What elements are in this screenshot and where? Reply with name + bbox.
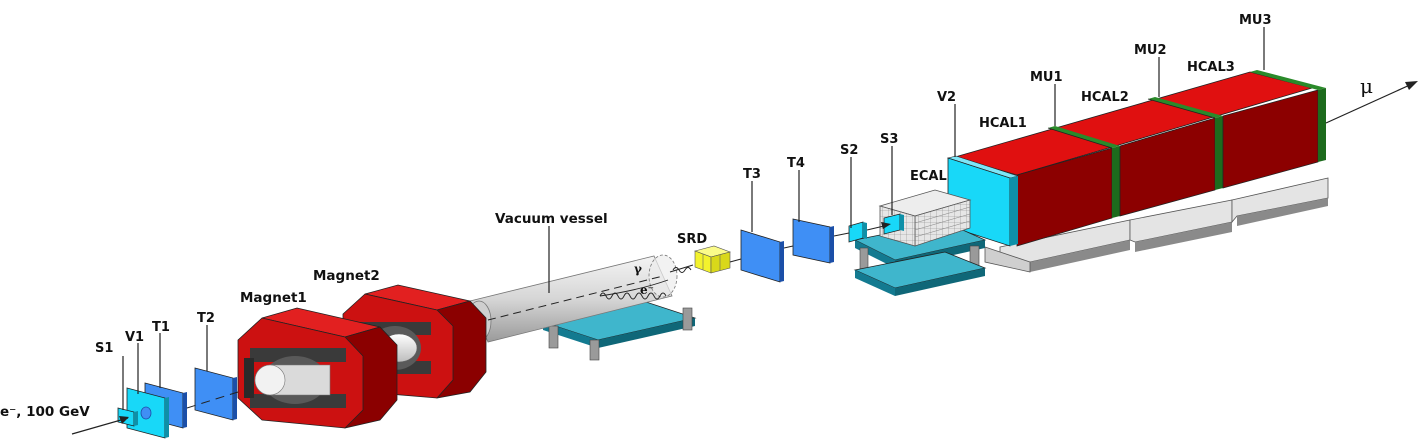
s2-label: S2 (840, 143, 858, 158)
electron-track (599, 279, 669, 297)
electron-label: e⁻ (640, 283, 654, 297)
vessel-support-table (541, 299, 697, 361)
t4-label: T4 (787, 156, 805, 171)
magnet1-label: Magnet1 (240, 290, 307, 306)
gamma-label: γ (634, 262, 642, 276)
v2-label: V2 (937, 90, 956, 105)
srd-label: SRD (677, 232, 707, 247)
vacuum-vessel (466, 254, 678, 343)
label-leaders (122, 27, 1265, 410)
mu1-label: MU1 (1030, 70, 1063, 85)
mu1-plate (1112, 146, 1120, 218)
s1-label: S1 (95, 341, 113, 356)
muon-label: μ (1360, 74, 1373, 98)
ecal-label: ECAL (910, 169, 947, 184)
magnet2-label: Magnet2 (313, 268, 380, 284)
mu2-label: MU2 (1134, 43, 1167, 58)
s3-counter (883, 213, 904, 235)
hcal1-label: HCAL1 (979, 116, 1027, 131)
t2-label: T2 (197, 311, 215, 326)
beam-line (71, 81, 1418, 435)
t4-counter (792, 218, 834, 264)
vacuum-vessel-label: Vacuum vessel (495, 211, 608, 227)
magnet1 (237, 307, 398, 429)
mu3-label: MU3 (1239, 13, 1272, 28)
t2-counter (194, 367, 237, 421)
hcal2-label: HCAL2 (1081, 90, 1129, 105)
hcal3-label: HCAL3 (1187, 60, 1235, 75)
photon-track (599, 267, 692, 300)
v1-label: V1 (125, 330, 144, 345)
hcal-support-base (984, 177, 1329, 273)
s3-label: S3 (880, 132, 898, 147)
t3-counter (740, 229, 784, 283)
hcal-modules (953, 70, 1326, 247)
srd-detector (694, 245, 731, 274)
beam-label: e⁻, 100 GeV (0, 404, 90, 420)
s2-counter (848, 221, 867, 243)
t1-label: T1 (152, 320, 170, 335)
mu2-plate (1215, 116, 1223, 190)
t3-label: T3 (743, 167, 761, 182)
mu3-plate (1318, 88, 1326, 162)
